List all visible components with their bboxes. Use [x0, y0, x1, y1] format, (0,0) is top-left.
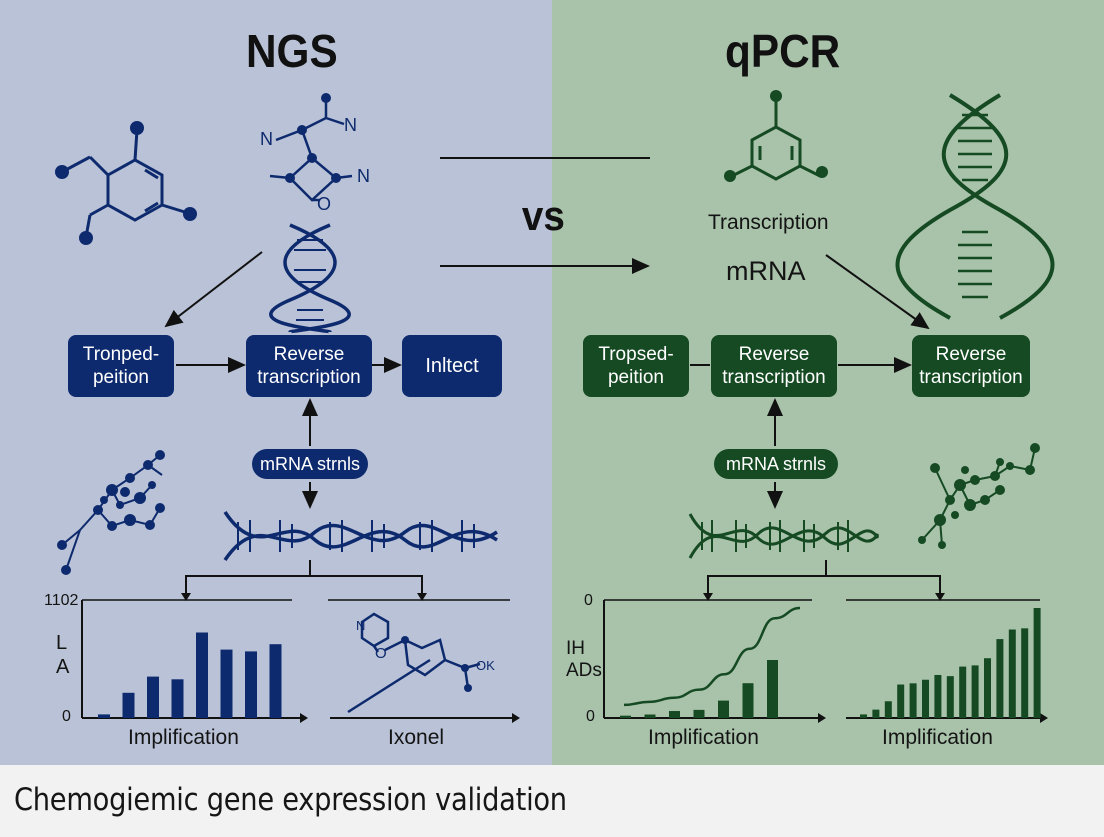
- chart1-bar-6: [220, 649, 233, 718]
- molecule-atoms-right-1: [724, 90, 828, 182]
- chart3-axes: [603, 600, 818, 719]
- chart3-bar-4: [693, 709, 705, 718]
- dna-horizontal-icon-right: [688, 513, 880, 559]
- chart3-bar-5: [718, 700, 729, 718]
- chart1-bars: [98, 632, 282, 718]
- chart2-n-label: N: [356, 618, 365, 633]
- chart1-bar-3: [147, 676, 159, 718]
- molecule-icon-left-1: [61, 129, 189, 238]
- chart4-bar-13: [1008, 629, 1016, 718]
- chart3-bar-7: [767, 660, 778, 718]
- svg-text:N: N: [357, 166, 370, 186]
- chart3-bar-6: [742, 683, 754, 718]
- chart2-xlabel: Ixonel: [388, 726, 445, 749]
- chart4-bar-15: [1033, 608, 1041, 718]
- box-right-tropsed: Tropsed- peition: [583, 335, 689, 397]
- chart1-bar-5: [196, 632, 208, 718]
- chart1-bar-4: [171, 679, 184, 718]
- chart3-ybottom: 0: [586, 708, 595, 725]
- chart4-xlabel: Implification: [882, 726, 993, 749]
- chart4-bar-8: [946, 676, 954, 718]
- molecule-cluster-atoms-right: [918, 443, 1040, 549]
- chart1-bar-7: [245, 651, 257, 718]
- transcription-label: Transcription: [708, 211, 829, 234]
- chart2-molecule-icon: [347, 612, 481, 714]
- chart2-axis-arrow: [512, 713, 520, 723]
- chart1-bar-8: [269, 644, 282, 718]
- chart3-bar-3: [669, 711, 680, 718]
- chart3-ytop: 0: [584, 592, 593, 609]
- pill-right-mrna-strnls: mRNA strnls: [714, 449, 838, 479]
- chart2-ok-label: OK: [476, 658, 495, 673]
- box-right-reverse-transcription-2: Reverse transcription: [912, 335, 1030, 397]
- chart4-bar-4: [897, 684, 905, 718]
- dna-horizontal-icon-left: [223, 511, 498, 561]
- chart3-ymid1: IH: [566, 638, 585, 659]
- chart1-bar-2: [122, 692, 135, 718]
- mrna-label: mRNA: [726, 256, 806, 286]
- svg-text:O: O: [317, 194, 331, 214]
- chart3-bars: [620, 660, 778, 718]
- chart4-bar-7: [934, 674, 942, 718]
- box-left-reverse-transcription: Reverse transcription: [246, 335, 372, 397]
- branch-connector-right: [707, 560, 941, 596]
- chart4-bar-5: [909, 683, 917, 718]
- vs-label: vs: [521, 192, 565, 239]
- chart4-bar-12: [996, 639, 1004, 718]
- chart1-ymid1: L: [56, 632, 68, 654]
- chart4-bar-3: [884, 701, 892, 718]
- qpcr-title: qPCR: [725, 25, 841, 77]
- chart3-ymid2: ADs: [566, 660, 602, 681]
- chart3-bar-1: [620, 715, 631, 718]
- molecule-atoms-left-1: [55, 121, 197, 245]
- dna-helix-icon-left: [269, 223, 351, 334]
- molecule-cluster-atoms-left: [57, 450, 165, 575]
- chart3-curve: [623, 606, 801, 707]
- chart3-xlabel: Implification: [648, 726, 759, 749]
- box-left-inltect: Inltect: [402, 335, 502, 397]
- chart1-xlabel: Implification: [128, 726, 239, 749]
- chart2-molecule-atoms: [401, 636, 472, 692]
- box-right-reverse-transcription-1: Reverse transcription: [711, 335, 837, 397]
- pill-left-mrna-strnls: mRNA strnls: [252, 449, 368, 479]
- molecule-atoms-left-2: [285, 93, 341, 183]
- chart1-axes: [81, 600, 302, 719]
- chart4-bars: [860, 608, 1041, 718]
- chart1-ymid2: A: [56, 656, 70, 678]
- chart1-ybottom: 0: [62, 708, 71, 725]
- svg-text:N: N: [260, 129, 273, 149]
- ngs-title: NGS: [245, 25, 338, 77]
- chart2-o-label: O: [375, 645, 387, 662]
- svg-text:N: N: [344, 115, 357, 135]
- arrow-left-diag: [164, 251, 263, 328]
- chart4-bar-1: [860, 714, 867, 718]
- chart4-bar-6: [922, 679, 929, 718]
- chart4-bar-10: [971, 665, 979, 718]
- chart3-bar-2: [644, 714, 656, 718]
- chart4-bar-11: [984, 658, 991, 718]
- box-left-tronped: Tronped- peition: [68, 335, 174, 397]
- caption-text: Chemogiemic gene expression validation: [14, 782, 567, 818]
- branch-connector-left: [185, 560, 423, 596]
- chart4-axis-arrow: [1040, 713, 1048, 723]
- chart3-axis-arrow: [818, 713, 826, 723]
- chart4-bar-2: [872, 709, 880, 718]
- chart1-bar-1: [98, 714, 110, 718]
- chart4-bar-14: [1021, 628, 1029, 718]
- chart1-axis-arrow: [300, 713, 308, 723]
- molecule-letters-left-2: N N N O: [260, 115, 370, 214]
- chart1-ytop: 1102: [44, 592, 79, 609]
- chart4-bar-9: [959, 666, 967, 718]
- dna-helix-icon-right: [895, 93, 1055, 320]
- caption-bar: [0, 765, 1104, 832]
- arrow-right-diag: [825, 254, 930, 330]
